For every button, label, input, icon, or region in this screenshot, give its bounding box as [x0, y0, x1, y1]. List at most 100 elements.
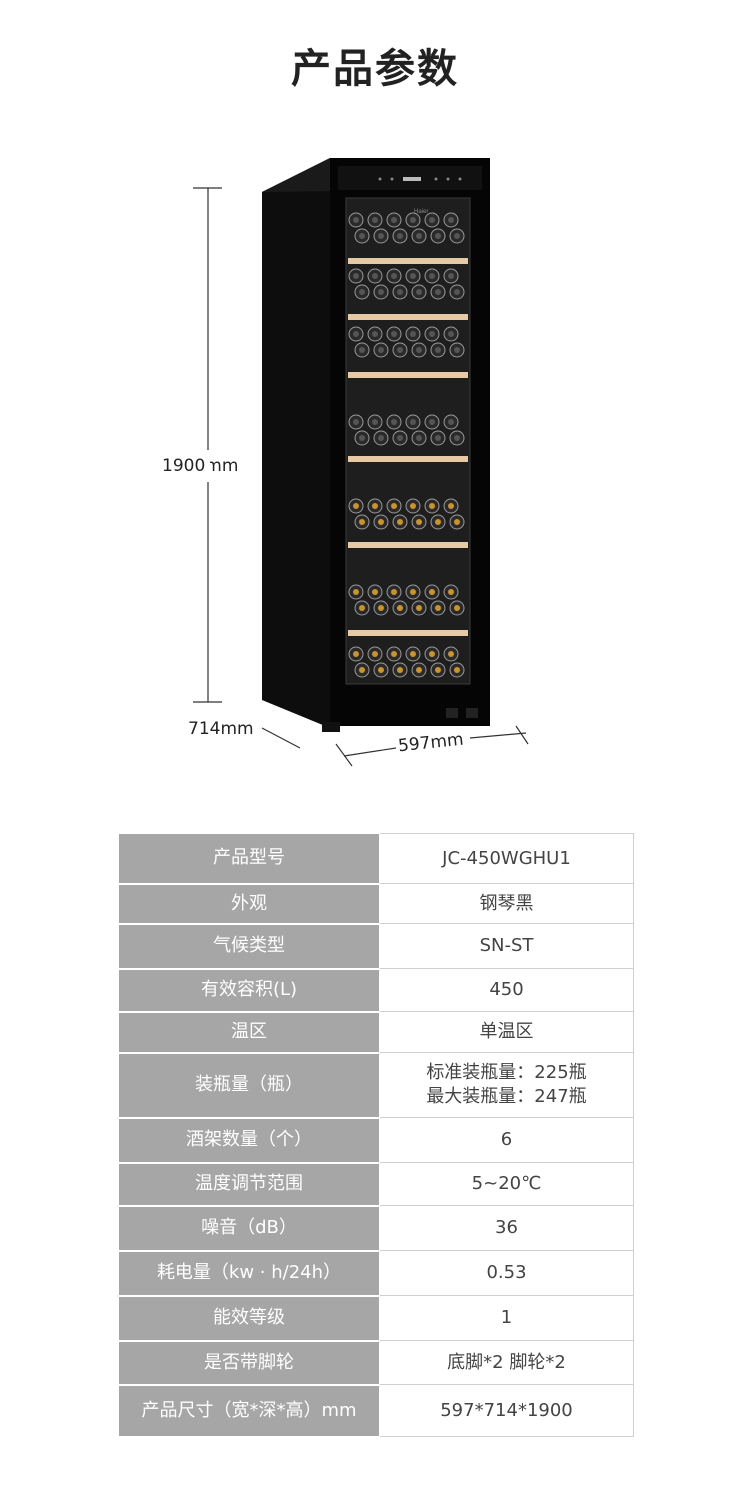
- bottle-cap: [454, 233, 460, 239]
- table-row: 温度调节范围 5~20℃: [118, 1162, 634, 1207]
- spec-value: 36: [379, 1205, 634, 1251]
- spec-value-line: SN-ST: [479, 935, 534, 956]
- bottle-cap: [410, 419, 416, 425]
- spec-key: 产品型号: [118, 833, 380, 885]
- spec-key: 能效等级: [118, 1295, 380, 1342]
- bottle-cap: [416, 289, 422, 295]
- bottle-cap: [359, 435, 365, 441]
- bottle-cap: [397, 519, 403, 525]
- bottle-cap: [391, 273, 397, 279]
- spec-key: 噪音（dB）: [118, 1205, 380, 1252]
- bottle-cap: [416, 435, 422, 441]
- bottle-cap: [359, 233, 365, 239]
- spec-value: 0.53: [379, 1250, 634, 1296]
- spec-key: 有效容积(L): [118, 968, 380, 1013]
- bottle-cap: [448, 217, 454, 223]
- spec-value-line: 单温区: [479, 1021, 534, 1042]
- bottle-cap: [353, 217, 359, 223]
- bottle-cap: [410, 589, 416, 595]
- brand-logo: Haier: [414, 209, 428, 215]
- spec-value-line: 450: [489, 979, 524, 1000]
- spec-value-line: 1: [500, 1307, 513, 1328]
- bottle-cap: [391, 651, 397, 657]
- spec-key: 耗电量（kw · h/24h）: [118, 1250, 380, 1297]
- table-row: 外观钢琴黑: [118, 883, 634, 925]
- depth-dimension-line: [261, 727, 301, 749]
- spec-value: 6: [379, 1117, 634, 1163]
- spec-value-line: 钢琴黑: [479, 892, 534, 914]
- bottle-cap: [397, 289, 403, 295]
- bottle-cap: [429, 419, 435, 425]
- bottle-cap: [378, 667, 384, 673]
- bottle-cap: [448, 273, 454, 279]
- bottle-cap: [410, 331, 416, 337]
- bottle-cap: [448, 589, 454, 595]
- bottle-cap: [353, 419, 359, 425]
- bottle-cap: [372, 503, 378, 509]
- wine-cabinet-image: Haier: [193, 158, 529, 767]
- bottle-cap: [429, 217, 435, 223]
- bottle-cap: [435, 233, 441, 239]
- control-panel: [378, 177, 462, 181]
- table-row: 噪音（dB） 36: [118, 1205, 634, 1252]
- bottle-cap: [372, 419, 378, 425]
- bottle-cap: [435, 605, 441, 611]
- spec-key: 是否带脚轮: [118, 1340, 380, 1386]
- depth-dimension-label: 714mm: [188, 719, 254, 739]
- width-dimension-line: [335, 725, 529, 767]
- bottle-cap: [416, 605, 422, 611]
- spec-value: SN-ST: [379, 923, 634, 969]
- spec-key: 气候类型: [118, 923, 380, 970]
- bottle-cap: [378, 347, 384, 353]
- spec-value: 标准装瓶量：225瓶最大装瓶量：247瓶: [379, 1052, 634, 1118]
- spec-value: 597*714*1900: [379, 1384, 634, 1437]
- bottle-cap: [448, 419, 454, 425]
- bottle-cap: [448, 503, 454, 509]
- bottle-cap: [410, 217, 416, 223]
- bottle-cap: [353, 589, 359, 595]
- spec-value-line: 0.53: [486, 1262, 527, 1283]
- bottle-cap: [435, 435, 441, 441]
- spec-value: 1: [379, 1295, 634, 1341]
- bottle-cap: [397, 605, 403, 611]
- bottle-cap: [353, 331, 359, 337]
- table-row: 气候类型 SN-ST: [118, 923, 634, 970]
- bottle-cap: [378, 289, 384, 295]
- spec-value-line: 36: [495, 1217, 518, 1238]
- bottle-cap: [429, 331, 435, 337]
- bottle-cap: [410, 651, 416, 657]
- spec-key: 温区: [118, 1011, 380, 1054]
- bottle-cap: [378, 435, 384, 441]
- bottle-cap: [416, 233, 422, 239]
- spec-value-line: 标准装瓶量：225瓶: [426, 1062, 587, 1083]
- spec-value-line: 5~20℃: [471, 1173, 542, 1194]
- bottle-cap: [372, 331, 378, 337]
- bottle-cap: [391, 419, 397, 425]
- table-row: 有效容积(L) 450: [118, 968, 634, 1013]
- bottle-cap: [429, 589, 435, 595]
- bottle-cap: [353, 651, 359, 657]
- bottle-cap: [372, 217, 378, 223]
- wine-shelf: [348, 630, 468, 636]
- bottle-cap: [429, 503, 435, 509]
- bottle-cap: [359, 519, 365, 525]
- bottle-cap: [448, 331, 454, 337]
- wine-shelf: [348, 314, 468, 320]
- bottle-cap: [359, 347, 365, 353]
- spec-value: 底脚*2 脚轮*2: [379, 1340, 634, 1385]
- bottle-cap: [391, 217, 397, 223]
- spec-key: 温度调节范围: [118, 1162, 380, 1207]
- bottle-cap: [378, 605, 384, 611]
- height-dimension-label: 1900mm: [162, 456, 239, 476]
- spec-key: 酒架数量（个）: [118, 1117, 380, 1164]
- bottle-cap: [454, 519, 460, 525]
- bottle-cap: [353, 503, 359, 509]
- bottle-cap: [416, 667, 422, 673]
- bottle-cap: [397, 435, 403, 441]
- bottle-cap: [372, 589, 378, 595]
- table-row: 酒架数量（个）6: [118, 1117, 634, 1164]
- bottle-cap: [397, 667, 403, 673]
